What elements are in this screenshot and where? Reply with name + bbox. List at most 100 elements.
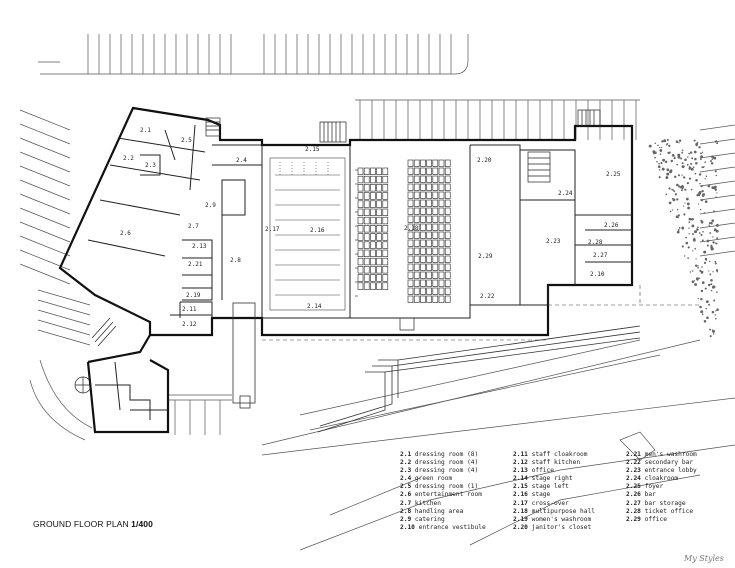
parking-stalls-left xyxy=(19,109,91,346)
room-label: 2.5 xyxy=(181,137,192,144)
room-label: 2.27 xyxy=(593,252,608,259)
legend-name: secondary bar xyxy=(640,459,694,467)
legend-item: 2.19 women's washroom xyxy=(513,516,595,524)
room-label: 2.29 xyxy=(478,253,493,260)
room-label: 2.22 xyxy=(480,293,495,300)
legend-number: 2.17 xyxy=(513,499,528,507)
site-line xyxy=(262,285,700,341)
legend-name: stage right xyxy=(527,475,573,483)
room-label: 2.28 xyxy=(588,239,603,246)
legend-number: 2.6 xyxy=(400,491,412,499)
legend-number: 2.21 xyxy=(626,451,641,458)
legend-number: 2.25 xyxy=(626,483,641,491)
exterior-walls xyxy=(58,106,634,434)
legend-name: cloakroom xyxy=(640,475,679,483)
legend-number: 2.14 xyxy=(513,475,528,483)
legend-name: stage left xyxy=(527,483,569,491)
legend-name: bar storage xyxy=(640,499,686,507)
room-label: 2.23 xyxy=(546,238,561,245)
room-label: 2.11 xyxy=(182,306,197,313)
landscape-hatch xyxy=(648,138,719,338)
legend-item: 2.20 janitor's closet xyxy=(513,524,595,532)
stage-grid xyxy=(269,157,346,311)
legend-number: 2.3 xyxy=(400,467,412,475)
stairs xyxy=(74,109,601,394)
legend-item: 2.24 cloakroom xyxy=(626,475,697,483)
parking-curb-top xyxy=(40,34,469,75)
room-labels: 2.12.22.32.42.52.62.72.82.92.102.112.122… xyxy=(120,127,621,328)
legend-number: 2.22 xyxy=(626,459,641,467)
legend-item: 2.6 entertainment room xyxy=(400,491,486,499)
room-label: 2.19 xyxy=(186,292,201,299)
legend-name: green room xyxy=(411,475,453,483)
legend-number: 2.11 xyxy=(513,451,528,458)
legend-item: 2.10 entrance vestibule xyxy=(400,524,486,532)
room-label: 2.20 xyxy=(477,157,492,164)
legend-number: 2.18 xyxy=(513,507,528,515)
legend-name: multipurpose hall xyxy=(527,507,595,515)
legend-name: staff cloakroom xyxy=(527,451,588,458)
room-label: 2.3 xyxy=(145,162,156,169)
legend-item: 2.26 bar xyxy=(626,491,697,499)
ramp-strips xyxy=(317,325,641,433)
room-label: 2.25 xyxy=(606,171,621,178)
legend-number: 2.2 xyxy=(400,459,412,467)
legend-name: catering xyxy=(411,515,445,523)
legend-name: bar xyxy=(640,491,656,499)
legend-name: office xyxy=(640,515,667,523)
legend-number: 2.24 xyxy=(626,475,641,483)
room-label: 2.14 xyxy=(307,303,322,310)
room-label: 2.26 xyxy=(604,222,619,229)
room-label: 2.12 xyxy=(182,321,197,328)
legend-number: 2.7 xyxy=(400,499,412,507)
parking-stalls-top xyxy=(87,34,640,140)
room-label: 2.16 xyxy=(310,227,325,234)
legend-number: 2.29 xyxy=(626,515,641,523)
service-corridor xyxy=(232,302,256,409)
room-label: 2.8 xyxy=(230,257,241,264)
legend-name: dressing room (8) xyxy=(411,451,479,458)
legend-item: 2.12 staff kitchen xyxy=(513,459,595,467)
legend-item: 2.17 cross-over xyxy=(513,500,595,508)
room-label: 2.6 xyxy=(120,230,131,237)
room-label: 2.24 xyxy=(558,190,573,197)
legend-item: 2.9 catering xyxy=(400,516,486,524)
legend-item: 2.8 handling area xyxy=(400,508,486,516)
legend-name: dressing room (1) xyxy=(411,483,479,491)
legend-name: handling area xyxy=(411,507,464,515)
legend-item: 2.14 stage right xyxy=(513,475,595,483)
legend-name: stage xyxy=(527,491,551,499)
legend-name: staff kitchen xyxy=(527,459,581,467)
legend-number: 2.23 xyxy=(626,467,641,475)
plan-scale: 1/400 xyxy=(131,519,153,529)
legend-number: 2.10 xyxy=(400,523,415,531)
legend-item: 2.1 dressing room (8) xyxy=(400,451,486,459)
legend-item: 2.15 stage left xyxy=(513,483,595,491)
legend-item: 2.3 dressing room (4) xyxy=(400,467,486,475)
legend-item: 2.25 foyer xyxy=(626,483,697,491)
legend-name: kitchen xyxy=(411,499,441,507)
legend-item: 2.28 ticket office xyxy=(626,508,697,516)
room-label: 2.10 xyxy=(590,271,605,278)
legend-item: 2.18 multipurpose hall xyxy=(513,508,595,516)
legend-item: 2.7 kitchen xyxy=(400,500,486,508)
auditorium-seating xyxy=(355,159,451,303)
legend-name: entertainment room xyxy=(411,491,482,499)
legend-column-1: 2.1 dressing room (8)2.2 dressing room (… xyxy=(400,451,486,532)
room-label: 2.15 xyxy=(305,146,320,153)
legend-number: 2.20 xyxy=(513,523,528,531)
legend-item: 2.21 men's washroom xyxy=(626,451,697,459)
parking-stalls-right xyxy=(699,124,735,257)
legend-item: 2.16 stage xyxy=(513,491,595,499)
legend-name: men's washroom xyxy=(640,451,697,458)
legend-name: office xyxy=(527,467,554,475)
legend-item: 2.2 dressing room (4) xyxy=(400,459,486,467)
legend-number: 2.5 xyxy=(400,483,412,491)
legend-item: 2.11 staff cloakroom xyxy=(513,451,595,459)
room-label: 2.4 xyxy=(236,157,247,164)
room-label: 2.2 xyxy=(123,155,134,162)
legend-name: entrance vestibule xyxy=(414,523,486,531)
legend-number: 2.27 xyxy=(626,499,641,507)
